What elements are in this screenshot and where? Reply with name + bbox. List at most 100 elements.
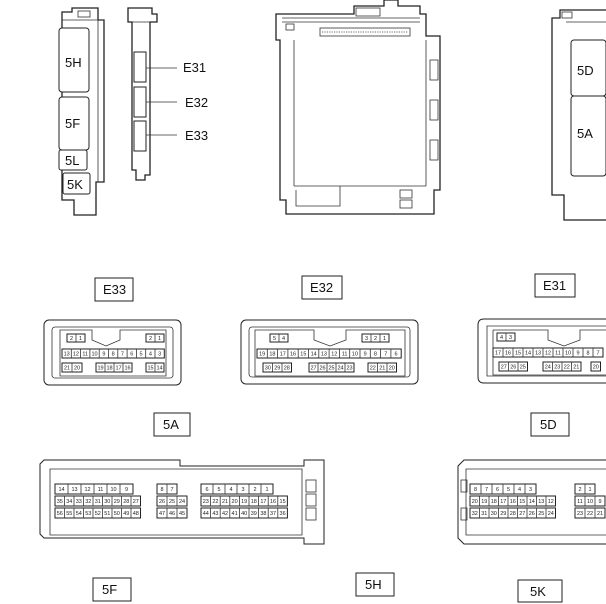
pin-number: 1 <box>265 487 268 493</box>
pin-number: 2 <box>374 336 377 342</box>
pin-row-frame <box>61 348 165 359</box>
pin-number: 43 <box>212 511 218 517</box>
pin-number: 19 <box>481 499 487 505</box>
pin-number: 19 <box>97 366 103 372</box>
pin-number: 41 <box>232 511 238 517</box>
pin-number: 39 <box>251 511 257 517</box>
pin-number: 21 <box>222 499 228 505</box>
pin-number: 52 <box>95 511 101 517</box>
pin-number: 54 <box>76 511 82 517</box>
left-module-side-view <box>58 7 105 216</box>
pin-number: 8 <box>474 487 477 493</box>
pin-number: 27 <box>310 366 316 372</box>
pin-number: 1 <box>383 336 386 342</box>
svg-text:5F: 5F <box>102 582 117 597</box>
pin-row-frame <box>367 362 397 373</box>
pin-number: 7 <box>121 352 124 358</box>
pin-number: 20 <box>472 499 478 505</box>
connector-label-5d: 5D <box>577 63 594 78</box>
pin-number: 4 <box>518 487 521 493</box>
pin-row-frame <box>469 495 556 507</box>
pin-row-frame <box>574 507 606 519</box>
pin-number: 10 <box>352 352 358 358</box>
pin-row-frame <box>498 361 528 372</box>
svg-text:E32: E32 <box>310 280 333 295</box>
pin-number: 17 <box>115 366 121 372</box>
callout-label-e31: E31 <box>183 60 206 75</box>
pin-number: 20 <box>232 499 238 505</box>
pin-number: 2 <box>253 487 256 493</box>
pin-number: 17 <box>500 499 506 505</box>
pin-number: 7 <box>170 487 173 493</box>
pin-number: 46 <box>169 511 175 517</box>
pin-number: 8 <box>586 351 589 357</box>
pin-number: 27 <box>501 365 507 371</box>
caption-5k: 5K <box>517 579 563 603</box>
pin-number: 4 <box>282 336 285 342</box>
pin-number: 28 <box>510 511 516 517</box>
pin-number: 6 <box>205 487 208 493</box>
pin-number: 24 <box>337 366 343 372</box>
pin-number: 4 <box>149 352 152 358</box>
pin-number: 28 <box>284 366 290 372</box>
pin-number: 16 <box>124 366 130 372</box>
pin-number: 10 <box>91 352 97 358</box>
pin-number: 26 <box>319 366 325 372</box>
pin-number: 8 <box>160 487 163 493</box>
pin-number: 30 <box>104 499 110 505</box>
pin-number: 15 <box>300 352 306 358</box>
pin-number: 17 <box>280 352 286 358</box>
pin-number: 53 <box>85 511 91 517</box>
pin-number: 20 <box>593 365 599 371</box>
pin-number: 21 <box>597 511 603 517</box>
pin-number: 7 <box>596 351 599 357</box>
pin-number: 55 <box>66 511 72 517</box>
pin-number: 19 <box>259 352 265 358</box>
pin-row-frame <box>54 495 141 507</box>
pin-number: 29 <box>114 499 120 505</box>
caption-e32: E32 <box>301 275 343 300</box>
pin-number: 31 <box>481 511 487 517</box>
connector-label-5l: 5L <box>65 153 79 168</box>
svg-text:E33: E33 <box>103 282 126 297</box>
pin-number: 1 <box>79 336 82 342</box>
pin-number: 14 <box>311 352 317 358</box>
pin-number: 32 <box>85 499 91 505</box>
pin-number: 2 <box>149 336 152 342</box>
pin-number: 24 <box>545 365 551 371</box>
pin-number: 13 <box>535 351 541 357</box>
pin-number: 33 <box>76 499 82 505</box>
pin-number: 3 <box>365 336 368 342</box>
svg-text:5D: 5D <box>540 417 557 432</box>
pin-number: 42 <box>222 511 228 517</box>
pin-row-frame <box>590 361 601 372</box>
pin-number: 3 <box>529 487 532 493</box>
pin-number: 2 <box>70 336 73 342</box>
callout-label-e33: E33 <box>185 128 208 143</box>
pin-number: 36 <box>280 511 286 517</box>
pin-number: 25 <box>538 511 544 517</box>
pin-number: 23 <box>346 366 352 372</box>
pin-number: 50 <box>114 511 120 517</box>
pin-number: 21 <box>573 365 579 371</box>
pin-number: 22 <box>564 365 570 371</box>
center-module-side-view <box>275 0 441 215</box>
